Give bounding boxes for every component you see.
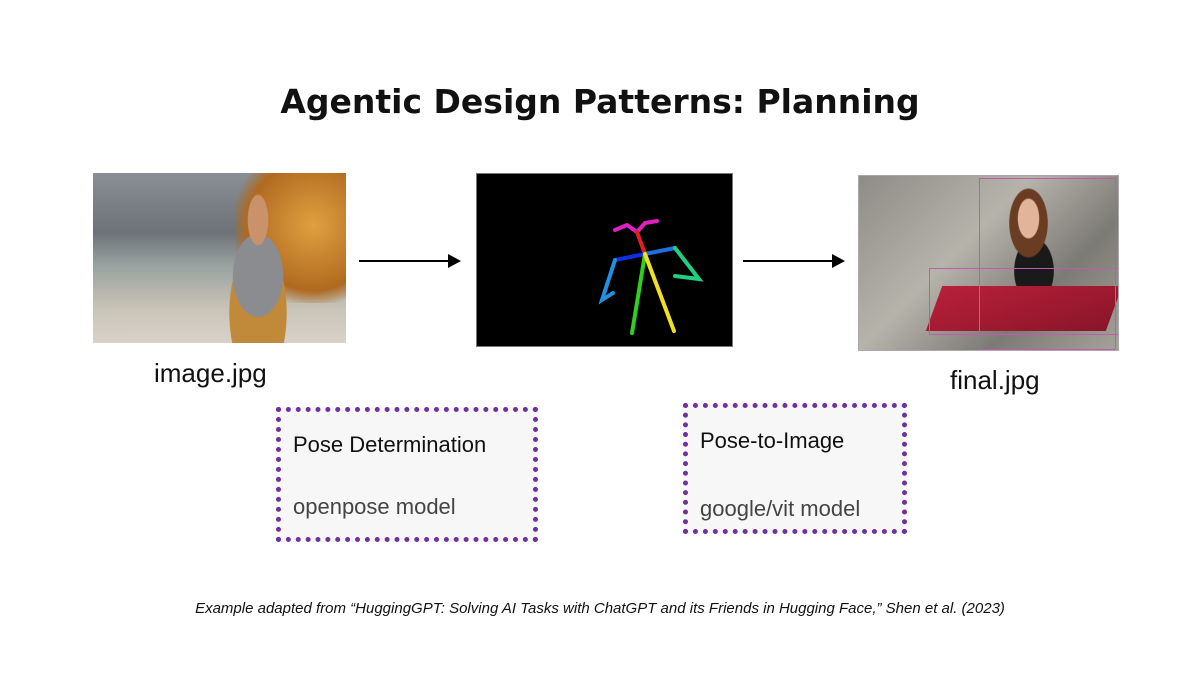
- step-task: Pose Determination: [293, 432, 487, 457]
- citation-footer: Example adapted from “HuggingGPT: Solvin…: [195, 600, 1005, 617]
- output-photo-girl-reading: [858, 175, 1119, 351]
- pose-skeleton-image: [476, 173, 733, 347]
- arrow-right-icon: [743, 254, 845, 268]
- slide-title: Agentic Design Patterns: Planning: [280, 82, 920, 121]
- input-image-caption: image.jpg: [154, 358, 267, 388]
- arrow-right-icon: [359, 254, 461, 268]
- step-box-pose-to-image: Pose-to-Image google/vit model: [683, 403, 907, 534]
- step-box-pose-determination: Pose Determination openpose model: [276, 407, 538, 542]
- output-image-caption: final.jpg: [950, 365, 1040, 395]
- step-task: Pose-to-Image: [700, 428, 845, 453]
- input-photo-boy-scooter: [93, 173, 346, 343]
- skeleton-icon: [598, 219, 704, 335]
- step-model: google/vit model: [700, 496, 861, 521]
- step-model: openpose model: [293, 494, 456, 519]
